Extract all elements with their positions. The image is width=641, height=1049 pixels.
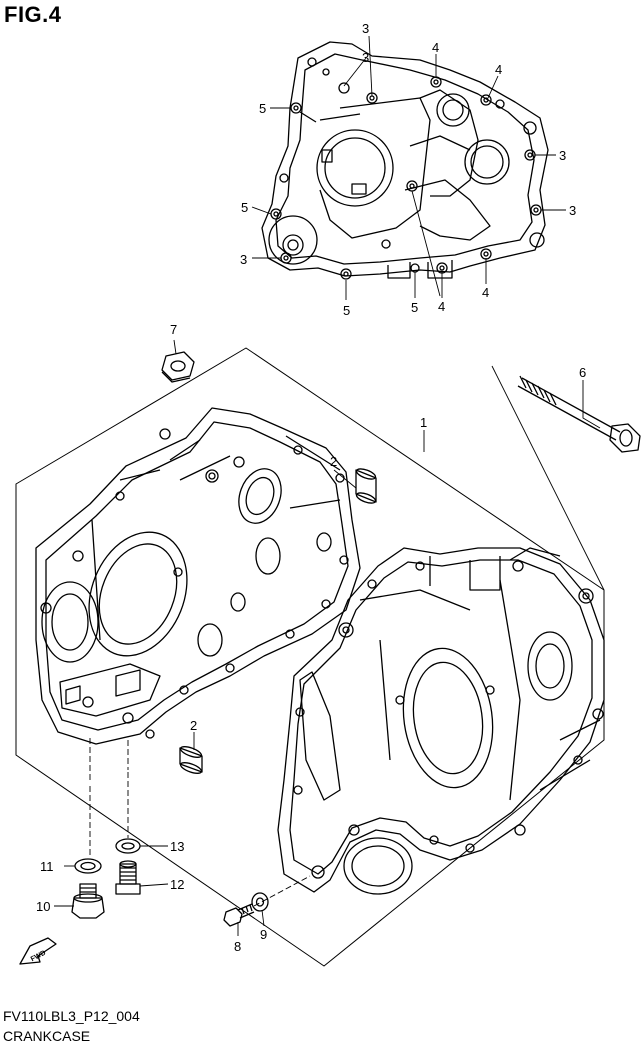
washer-11: [74, 858, 102, 874]
callout-11: 11: [40, 859, 54, 874]
callout-13: 13: [170, 839, 184, 854]
callout-4-a: 4: [432, 40, 439, 55]
callout-3-b: 3: [559, 148, 566, 163]
callout-5-c: 5: [343, 303, 350, 318]
callout-5-a: 5: [259, 101, 266, 116]
callout-9: 9: [260, 927, 267, 942]
figure-title: FIG.4: [4, 2, 62, 27]
assembly-outline-box: [15, 347, 605, 967]
drain-plug-10: [71, 883, 105, 919]
callout-2-a: 2: [330, 454, 337, 469]
callout-3-d: 3: [240, 252, 247, 267]
callout-4-b: 4: [495, 62, 502, 77]
flange-nut: [161, 351, 195, 383]
callout-4-c: 4: [438, 299, 445, 314]
long-bolt: [491, 365, 641, 591]
dowel-pin-upper: [355, 468, 377, 504]
fwd-arrow: [19, 937, 57, 965]
washer-13: [115, 838, 141, 854]
callout-1: 1: [420, 415, 427, 430]
callout-3-e: 3: [362, 50, 369, 65]
callout-5-b: 5: [241, 200, 248, 215]
callout-4-d: 4: [482, 285, 489, 300]
callout-3-a: 3: [362, 21, 369, 36]
diagram-code: FV110LBL3_P12_004: [3, 1008, 140, 1024]
right-crankcase-half: [277, 547, 605, 895]
callout-3-c: 3: [569, 203, 576, 218]
callout-8: 8: [234, 939, 241, 954]
diagram-name: CRANKCASE: [3, 1028, 91, 1044]
left-crankcase-half: [35, 407, 361, 745]
dowel-pin-lower: [179, 746, 203, 774]
callout-7: 7: [170, 322, 177, 337]
crankcase-half-gasket-view: [261, 41, 549, 280]
callout-10: 10: [36, 899, 50, 914]
part-leader-lines: [54, 339, 601, 936]
callout-5-d: 5: [411, 300, 418, 315]
callout-6: 6: [579, 365, 586, 380]
callout-12: 12: [170, 877, 184, 892]
stud-bolt-12: [115, 860, 141, 895]
bolt-8: [223, 903, 255, 927]
washer-9: [251, 892, 269, 912]
callout-2-b: 2: [190, 718, 197, 733]
gasket-leader-lines: [251, 35, 566, 300]
